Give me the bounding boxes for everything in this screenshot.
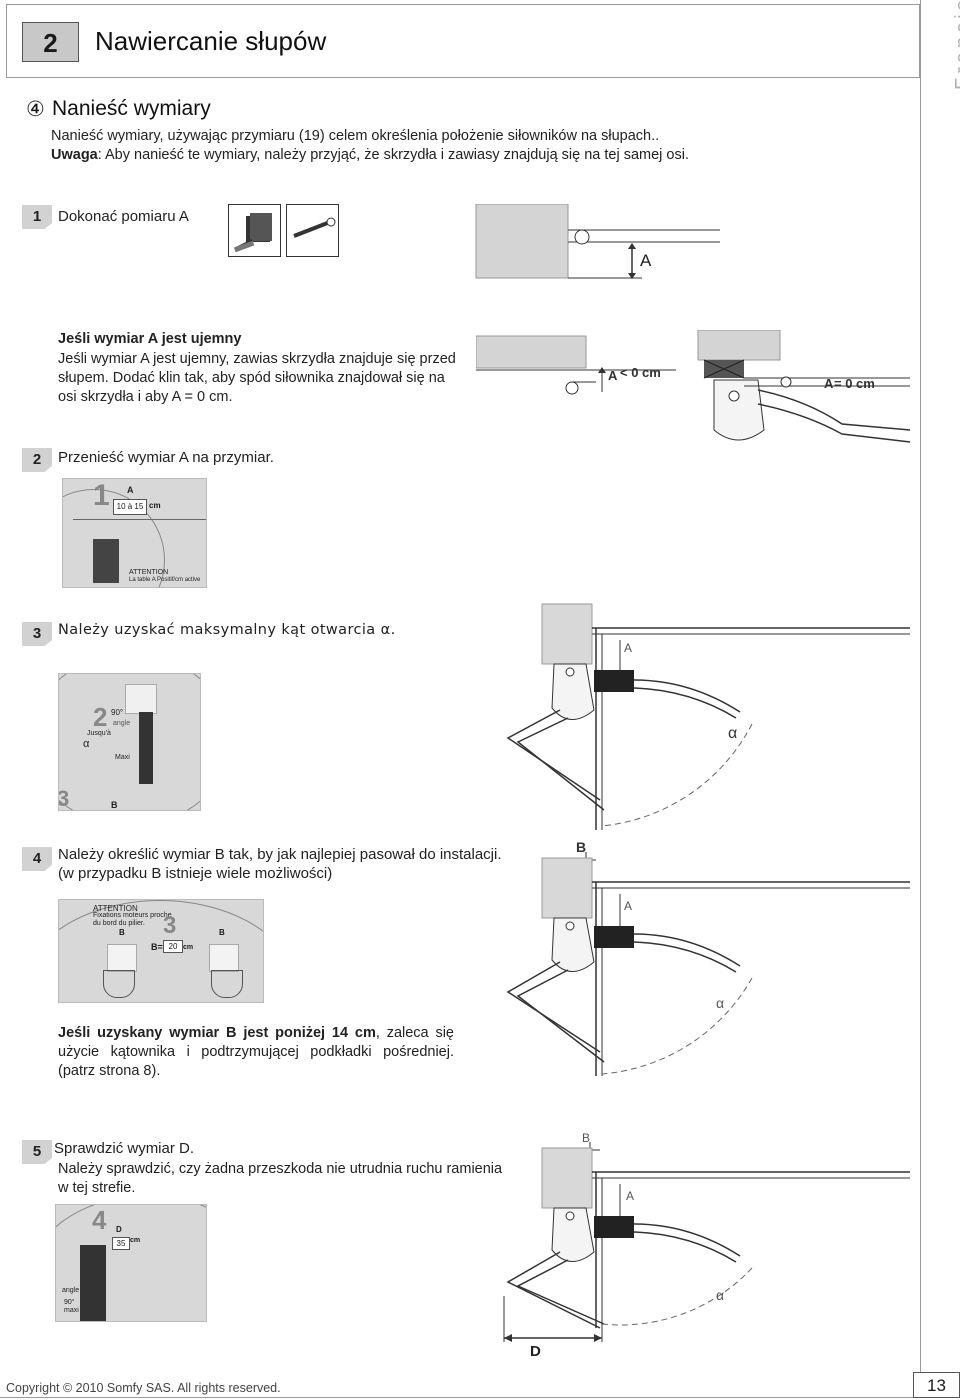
step3-opening-diagram: A α bbox=[506, 603, 910, 830]
measure-tools-icon bbox=[228, 204, 339, 257]
intro-warning-text: : Aby nanieść te wymiary, należy przyjąć… bbox=[97, 147, 690, 163]
step4-opening-diagram: B A α bbox=[506, 839, 910, 1076]
step5-photo: 4 D 35 cm angle 90° maxi bbox=[55, 1204, 207, 1322]
step5-body: Należy sprawdzić, czy żadna przeszkoda n… bbox=[58, 1161, 503, 1196]
page-frame bbox=[0, 0, 921, 1398]
measure-a-diagram: A bbox=[475, 204, 720, 279]
intro-line2: Uwaga: Aby nanieść te wymiary, należy pr… bbox=[51, 146, 871, 165]
intro-title: Nanieść wymiary bbox=[52, 97, 211, 120]
step3-photo: 2 90° angle Jusqu'à Maxi α 3 B bbox=[58, 673, 201, 811]
svg-text:α: α bbox=[728, 725, 737, 742]
step5-opening-diagram: B A α D bbox=[503, 1131, 910, 1360]
step2-badge: 2 bbox=[22, 448, 52, 472]
step5-heading: Sprawdzić wymiar D. bbox=[54, 1140, 195, 1157]
step2-photo: 1 A 10 à 15 cm ATTENTION La table A Posi… bbox=[62, 478, 207, 588]
step2-heading: Przenieść wymiar A na przymiar. bbox=[58, 449, 274, 466]
section-title: Nawiercanie słupów bbox=[95, 26, 327, 56]
step4-heading-line2: (w przypadku B istnieje wiele możliwości… bbox=[58, 865, 333, 882]
copyright: Copyright © 2010 Somfy SAS. All rights r… bbox=[6, 1381, 281, 1395]
page-number: 13 bbox=[913, 1372, 960, 1398]
step4-heading-line1: Należy określić wymiar B tak, by jak naj… bbox=[58, 846, 502, 863]
section-number: 2 bbox=[22, 22, 79, 62]
svg-text:A: A bbox=[608, 368, 618, 383]
section-header bbox=[6, 4, 920, 78]
svg-text:A: A bbox=[824, 376, 834, 391]
svg-text:B: B bbox=[576, 839, 586, 855]
svg-text:A: A bbox=[626, 1189, 634, 1203]
language-tab: Francis bbox=[952, 0, 960, 90]
step1-badge: 1 bbox=[22, 205, 52, 229]
step4-note: Jeśli uzyskany wymiar B jest poniżej 14 … bbox=[58, 1025, 454, 1079]
diagram-label-a: A bbox=[640, 251, 652, 270]
svg-text:< 0 cm: < 0 cm bbox=[620, 365, 661, 380]
negative-a-body: Jeśli wymiar A jest ujemny, zawias skrzy… bbox=[58, 351, 456, 405]
svg-text:α: α bbox=[716, 995, 724, 1011]
svg-text:A: A bbox=[624, 641, 632, 655]
intro-warning-label: Uwaga bbox=[51, 147, 98, 163]
step4-badge: 4 bbox=[22, 847, 52, 871]
step1-heading: Dokonać pomiaru A bbox=[58, 208, 189, 225]
intro-marker: ④ bbox=[26, 98, 45, 121]
step3-heading: Należy uzyskać maksymalny kąt otwarcia α… bbox=[58, 622, 396, 638]
intro-line1: Nanieść wymiary, używając przymiaru (19)… bbox=[51, 128, 660, 144]
negative-a-diagram: A < 0 cm A = 0 cm bbox=[476, 330, 911, 443]
step4-photo: ATTENTION Fixations moteurs proche du bo… bbox=[58, 899, 264, 1003]
step5-badge: 5 bbox=[22, 1140, 52, 1164]
svg-text:B: B bbox=[582, 1131, 590, 1145]
svg-text:A: A bbox=[624, 899, 632, 913]
negative-a-heading: Jeśli wymiar A jest ujemny bbox=[58, 331, 242, 347]
svg-text:= 0 cm: = 0 cm bbox=[834, 376, 875, 391]
svg-text:D: D bbox=[530, 1343, 541, 1360]
step3-badge: 3 bbox=[22, 622, 52, 646]
svg-text:α: α bbox=[716, 1287, 724, 1303]
